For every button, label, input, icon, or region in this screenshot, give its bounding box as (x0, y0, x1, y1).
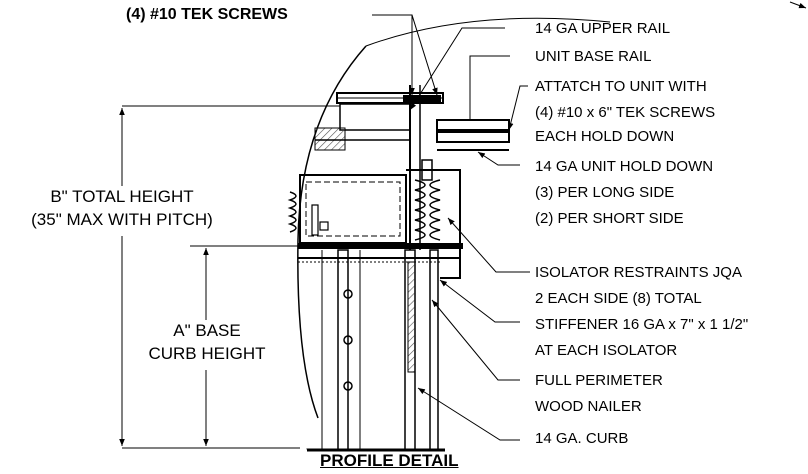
leader-lines (372, 14, 530, 441)
isolator-spring-left (287, 191, 297, 233)
label-base-height-1: A" BASE (173, 321, 241, 340)
label-hold-down-2: (3) PER LONG SIDE (535, 184, 675, 201)
nailer-hole (343, 289, 353, 299)
curb-wall (337, 249, 349, 451)
dimension-total-height (119, 105, 340, 449)
label-total-height-2: (35" MAX WITH PITCH) (31, 210, 213, 229)
isolator-spring-right (414, 179, 441, 241)
label-hold-down-1: 14 GA UNIT HOLD DOWN (535, 158, 714, 175)
label-hold-down-3: (2) PER SHORT SIDE (535, 210, 684, 227)
detail-circle-boundary (297, 45, 367, 419)
isolator-lower-plate (298, 243, 463, 249)
dimension-base-height (190, 245, 300, 446)
label-attach-2: (4) #10 x 6" TEK SCREWS (535, 104, 716, 121)
label-tek-screws: (4) #10 TEK SCREWS (126, 6, 288, 23)
stiffener (407, 261, 416, 373)
inner-channel-hatch (314, 127, 346, 151)
drawing-title: PROFILE DETAIL (320, 451, 459, 470)
label-attach-1: ATTATCH TO UNIT WITH (535, 78, 707, 95)
isolator-housing (299, 174, 407, 244)
label-total-height-1: B" TOTAL HEIGHT (50, 187, 194, 206)
label-curb: 14 GA. CURB (535, 430, 629, 447)
label-upper-rail: 14 GA UPPER RAIL (535, 20, 671, 37)
label-base-rail: UNIT BASE RAIL (535, 48, 652, 65)
label-nailer-2: WOOD NAILER (535, 398, 642, 415)
label-restraint-1: ISOLATOR RESTRAINTS JQA (535, 264, 742, 281)
label-restraint-2: 2 EACH SIDE (8) TOTAL (535, 290, 702, 307)
label-nailer-1: FULL PERIMETER (535, 372, 663, 389)
label-stiffener-2: AT EACH ISOLATOR (535, 342, 678, 359)
detail-circle-top (365, 17, 611, 47)
label-attach-3: EACH HOLD DOWN (535, 128, 675, 145)
label-stiffener-1: STIFFENER 16 GA x 7" x 1 1/2" (535, 316, 749, 333)
label-base-height-2: CURB HEIGHT (148, 344, 266, 363)
